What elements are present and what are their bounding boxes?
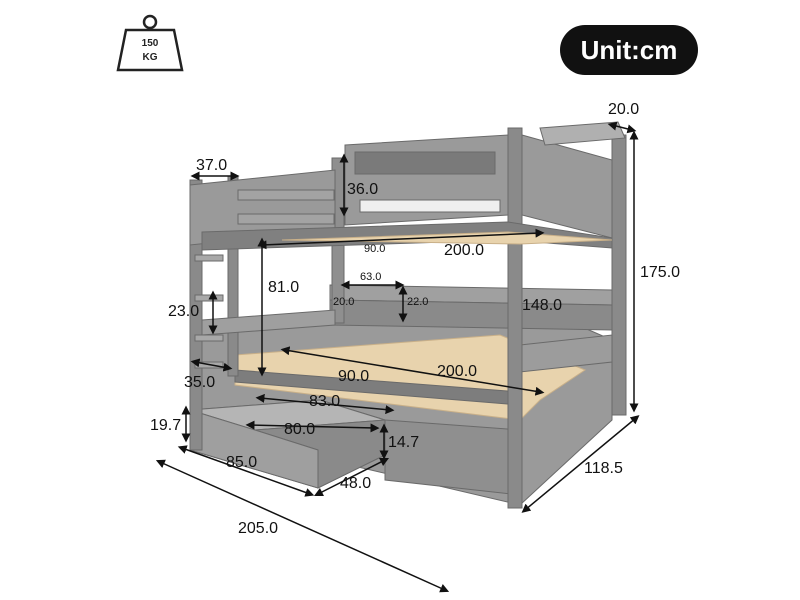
dim-overall-height: 175.0 xyxy=(640,264,680,281)
dim-ladder-step: 23.0 xyxy=(168,303,199,320)
dim-top-inner-width: 90.0 xyxy=(364,243,385,255)
dim-length-outer: 148.0 xyxy=(522,297,562,314)
dim-drawer-width: 85.0 xyxy=(226,454,257,471)
dim-drawer-depth: 48.0 xyxy=(340,475,371,492)
dim-drawer-inner: 80.0 xyxy=(284,421,315,438)
dim-guard-height: 36.0 xyxy=(347,181,378,198)
dim-drawer-side: 14.7 xyxy=(388,434,419,451)
dim-overall-length: 205.0 xyxy=(238,520,278,537)
dim-drawer-front: 83.0 xyxy=(309,393,340,410)
dim-guard-top: 37.0 xyxy=(196,157,227,174)
weight-icon: 150 KG xyxy=(116,14,184,72)
dimension-lines xyxy=(155,121,640,593)
dim-lower-width: 90.0 xyxy=(338,368,369,385)
dim-shelf-height: 22.0 xyxy=(407,296,428,308)
dim-ladder-offset: 35.0 xyxy=(184,374,215,391)
dim-lower-length: 200.0 xyxy=(437,363,477,380)
dimension-labels: 20.0 37.0 36.0 175.0 90.0 200.0 81.0 63.… xyxy=(150,101,680,537)
weight-unit: KG xyxy=(143,52,158,63)
dim-shelf-depth: 20.0 xyxy=(333,296,354,308)
dim-drawer-height: 19.7 xyxy=(150,417,181,434)
dim-shelf-width: 63.0 xyxy=(360,271,381,283)
dim-top-length: 200.0 xyxy=(444,242,484,259)
unit-badge: Unit:cm xyxy=(560,25,698,75)
weight-value: 150 xyxy=(142,38,159,49)
dim-post-depth: 20.0 xyxy=(608,101,639,118)
dim-overall-depth: 118.5 xyxy=(584,460,623,477)
dim-lower-clearance: 81.0 xyxy=(268,279,299,296)
